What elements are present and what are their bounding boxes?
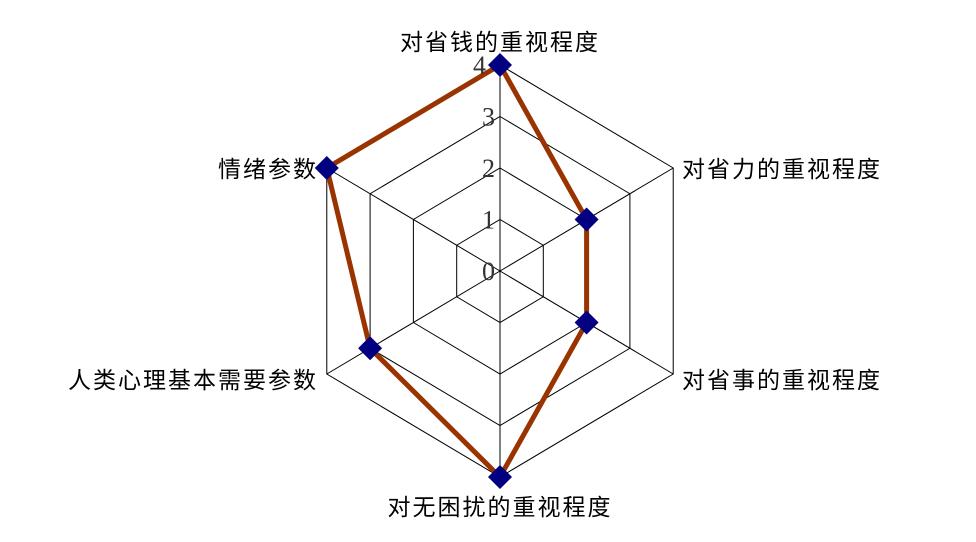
data-point xyxy=(358,336,383,361)
tick-label: 1 xyxy=(482,206,495,235)
data-point xyxy=(314,156,339,180)
axis-line xyxy=(326,270,501,375)
data-point xyxy=(574,207,599,232)
axis-line xyxy=(326,167,501,272)
tick-label: 0 xyxy=(482,257,495,286)
tick-label: 3 xyxy=(482,103,495,132)
category-label: 对省力的重视程度 xyxy=(682,157,882,183)
data-point xyxy=(488,53,512,77)
category-label: 情绪参数 xyxy=(218,157,318,183)
category-label: 人类心理基本需要参数 xyxy=(68,368,318,394)
data-point xyxy=(488,465,512,489)
category-label: 对省事的重视程度 xyxy=(682,368,882,394)
data-point xyxy=(574,310,599,335)
grid xyxy=(326,64,674,478)
tick-label: 4 xyxy=(473,51,486,80)
tick-labels: 0 1 2 3 4 xyxy=(473,51,495,286)
tick-label: 2 xyxy=(482,154,495,183)
category-label: 对省钱的重视程度 xyxy=(400,30,600,56)
category-label: 对无困扰的重视程度 xyxy=(388,495,613,521)
series xyxy=(314,53,599,489)
